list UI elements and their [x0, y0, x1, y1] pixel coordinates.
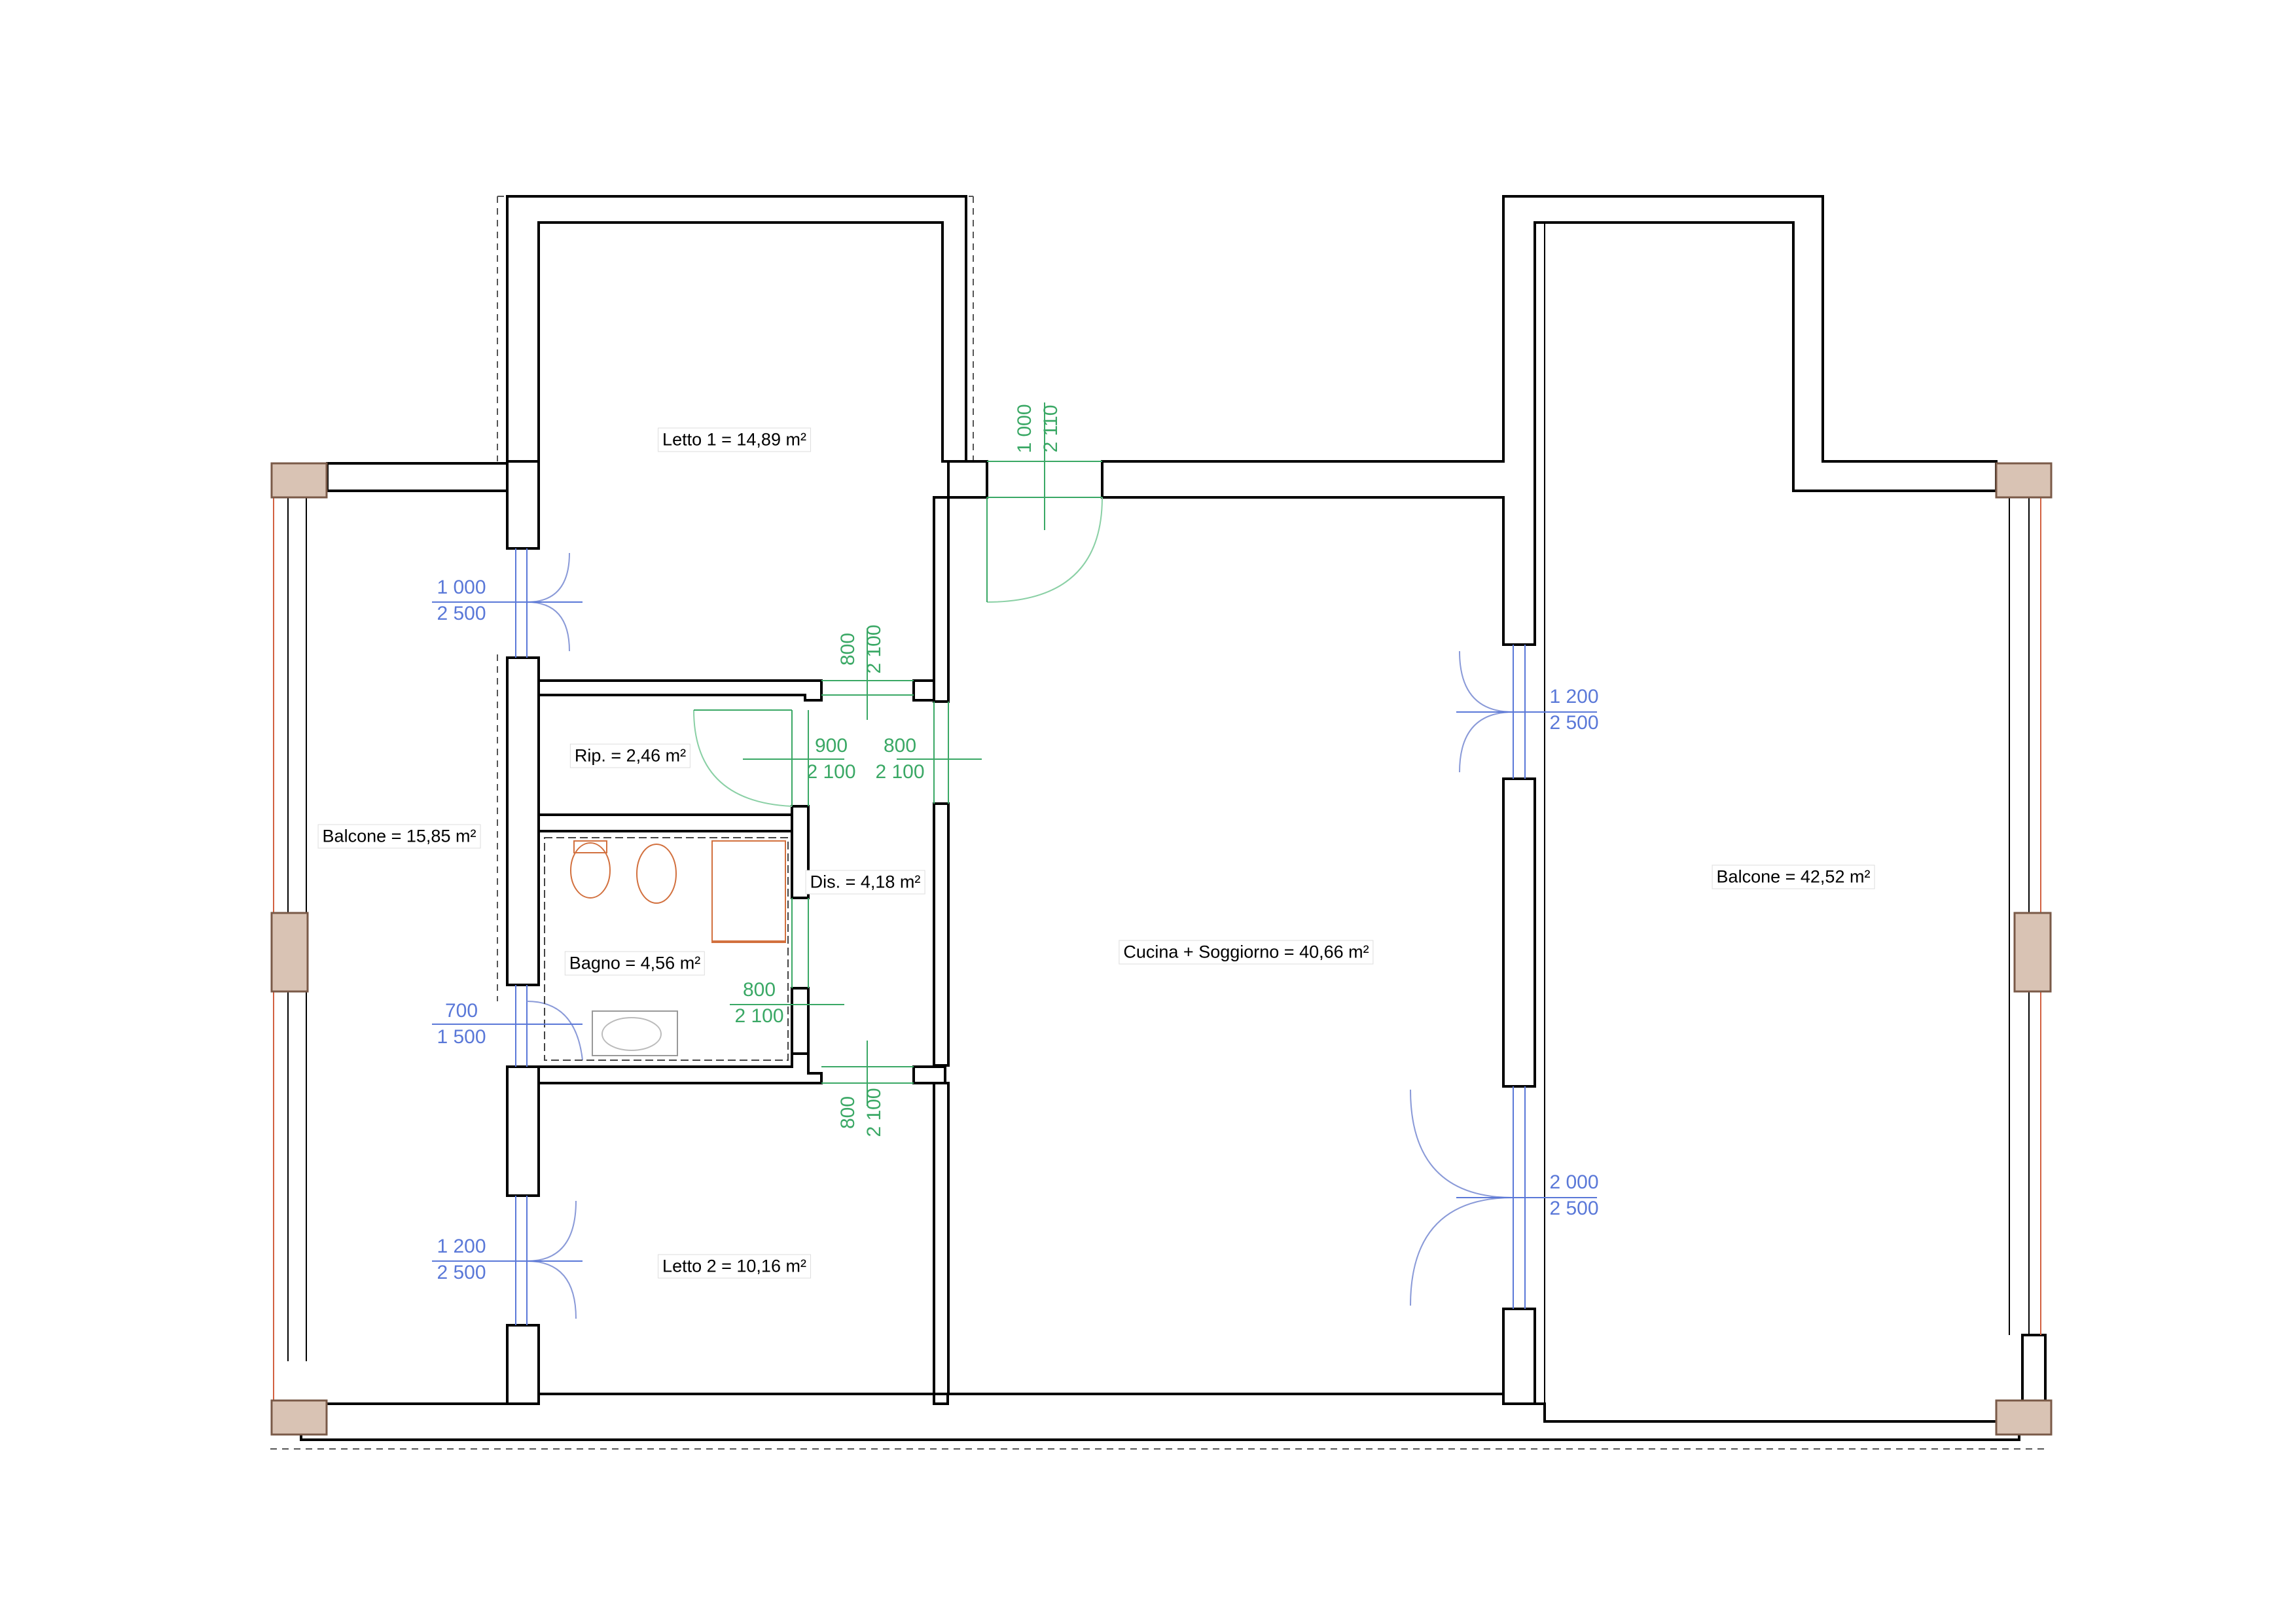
pillar — [270, 462, 328, 499]
door-dim-letto1: 800 2 100 — [835, 616, 888, 682]
window-height: 2 500 — [1549, 712, 1599, 734]
wall-cucina-west-3 — [933, 1082, 950, 1395]
bidet-icon — [636, 844, 677, 904]
wall-letto1-north — [506, 195, 967, 463]
window-width: 700 — [444, 1000, 478, 1022]
wall-cucina-east — [1502, 777, 1536, 1088]
dimension-lines — [432, 402, 1597, 1262]
sink-icon — [592, 1010, 678, 1056]
walls — [300, 195, 2047, 1441]
door-dim-dis: 800 2 100 — [867, 733, 933, 785]
wall-letto2-west-2 — [506, 1324, 540, 1405]
wall-cucina-north — [947, 460, 988, 499]
window-dim-letto2: 1 200 2 500 — [432, 1234, 491, 1286]
pillar — [2013, 912, 2052, 993]
door-width: 800 — [883, 735, 917, 757]
wall-cucina-west — [933, 496, 950, 703]
wall-letto1-west-2 — [506, 656, 540, 986]
room-label-letto2: Letto 2 = 10,16 m² — [658, 1254, 811, 1279]
window-height: 2 500 — [1549, 1198, 1599, 1219]
room-label-balcone-east: Balcone = 42,52 m² — [1712, 865, 1875, 889]
wall-letto1-west — [506, 460, 540, 550]
door-height: 2 100 — [806, 761, 856, 783]
door-height: 2 100 — [863, 1088, 885, 1137]
room-label-cucina-soggiorno: Cucina + Soggiorno = 40,66 m² — [1119, 940, 1374, 965]
window-dim-letto1: 1 000 2 500 — [432, 575, 491, 627]
window-frames — [515, 548, 1526, 1325]
window-height: 1 500 — [437, 1026, 486, 1048]
door-width: 800 — [837, 1096, 859, 1130]
pillars — [270, 462, 2053, 1436]
door-height: 2 110 — [1040, 404, 1062, 453]
window-dim-bagno: 700 1 500 — [432, 998, 491, 1050]
door-width: 800 — [742, 979, 776, 1001]
window-height: 2 500 — [437, 1262, 486, 1283]
door-height: 2 100 — [875, 761, 925, 783]
door-width: 800 — [837, 632, 859, 666]
door-dim-entry: 1 000 2 110 — [1012, 396, 1064, 461]
window-width: 2 000 — [1549, 1171, 1599, 1193]
window-width: 1 200 — [437, 1236, 486, 1257]
wall-cucina-east-2 — [1502, 1308, 1536, 1405]
wall-rip-north — [537, 679, 823, 702]
wall-rip-south — [537, 805, 810, 832]
wall-cucina-west-2 — [933, 802, 950, 1067]
window-width: 1 200 — [1549, 686, 1599, 707]
room-label-bagno: Bagno = 4,56 m² — [564, 951, 706, 976]
room-label-balcone-west: Balcone = 15,85 m² — [317, 824, 481, 849]
wall-letto2-east-stub — [912, 1065, 946, 1084]
door-dim-letto2: 800 2 100 — [835, 1080, 888, 1145]
window-width: 1 000 — [437, 577, 486, 598]
pillar — [270, 912, 309, 993]
pillar — [270, 1399, 328, 1436]
room-label-dis: Dis. = 4,18 m² — [805, 870, 925, 895]
pillar — [1995, 462, 2053, 499]
room-label-rip: Rip. = 2,46 m² — [569, 743, 691, 768]
pillar — [1995, 1399, 2053, 1436]
door-width: 1 000 — [1014, 404, 1035, 454]
door-dim-rip: 900 2 100 — [798, 733, 864, 785]
toilet-icon — [570, 842, 611, 899]
shower-icon — [711, 840, 786, 943]
bathroom-fixtures — [544, 837, 789, 1061]
wall-south — [300, 1393, 2020, 1441]
window-height: 2 500 — [437, 603, 486, 624]
door-dim-bagno: 800 2 100 — [726, 977, 792, 1029]
door-height: 2 100 — [734, 1005, 784, 1027]
wall-bagno-east — [791, 987, 810, 1055]
window-dim-cucina-south: 2 000 2 500 — [1541, 1169, 1607, 1222]
wall-cucina-north-2 — [1101, 195, 1998, 646]
room-label-letto1: Letto 1 = 14,89 m² — [658, 427, 811, 452]
wall-bagno-south — [537, 1049, 823, 1084]
wall-letto2-west — [506, 1065, 540, 1197]
window-dim-cucina-north: 1 200 2 500 — [1541, 684, 1607, 736]
door-height: 2 100 — [863, 624, 885, 674]
wall-balcone-w-north — [326, 462, 509, 492]
door-width: 900 — [814, 735, 848, 757]
